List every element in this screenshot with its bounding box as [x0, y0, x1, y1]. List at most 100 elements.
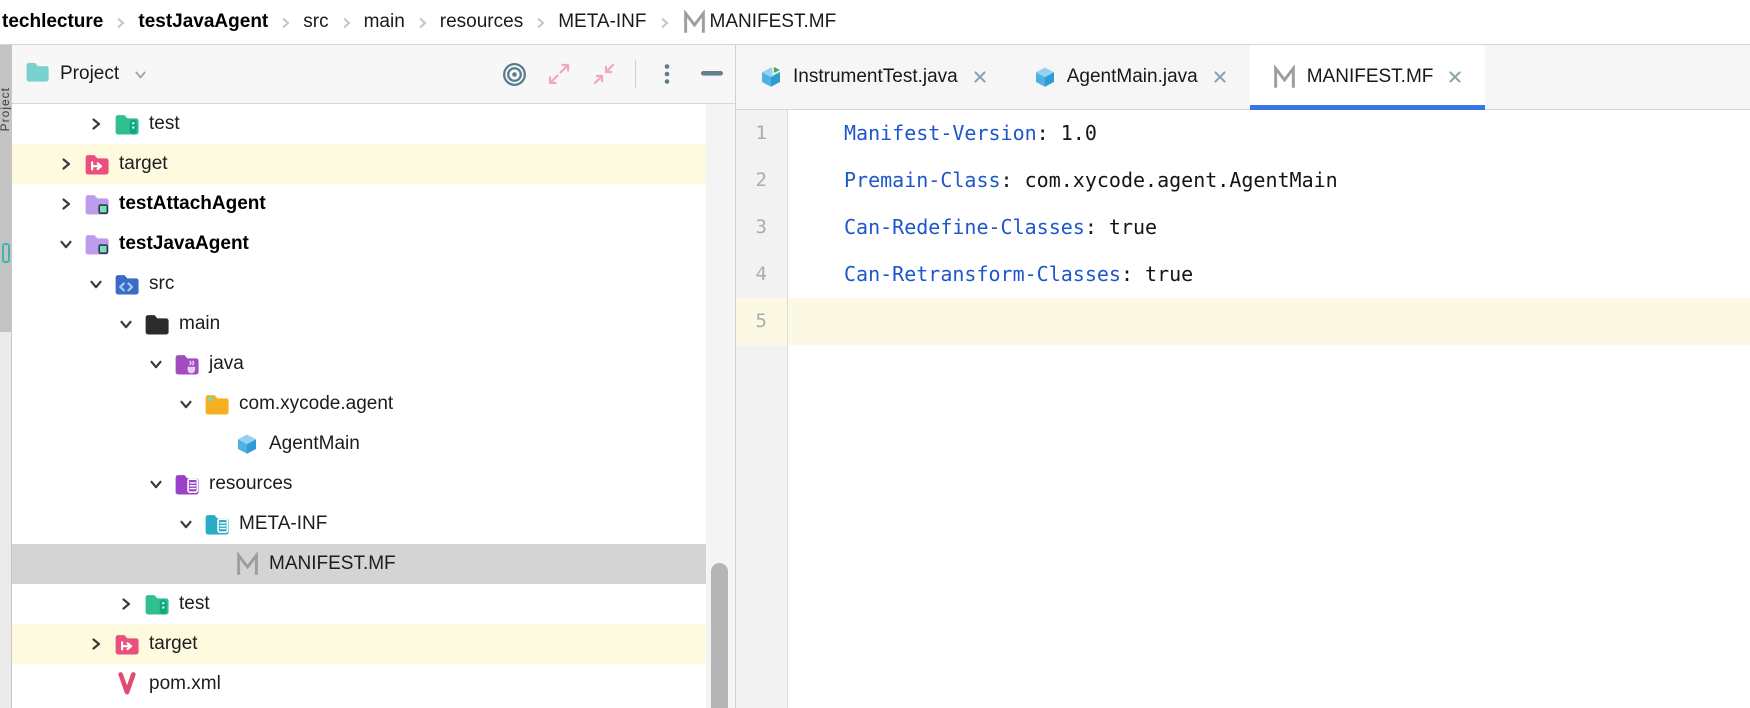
- target-button[interactable]: [499, 59, 529, 89]
- manifest-key: Can-Retransform-Classes: [844, 262, 1121, 286]
- tree-item-MANIFEST.MF[interactable]: MANIFEST.MF: [12, 544, 706, 584]
- more-icon: [657, 62, 677, 86]
- chevron-down-icon[interactable]: [148, 476, 164, 492]
- editor-empty-area[interactable]: [788, 345, 1750, 708]
- hide-icon: [701, 71, 723, 77]
- chevron-down-icon[interactable]: [148, 356, 164, 372]
- panel-editor-divider[interactable]: [735, 45, 736, 708]
- plain-folder-icon: [144, 312, 170, 336]
- chevron-placeholder: [208, 436, 224, 452]
- tree-scrollbar-thumb[interactable]: [711, 563, 728, 708]
- tree-item-AgentMain[interactable]: AgentMain: [12, 424, 706, 464]
- tree-item-label: test: [149, 113, 180, 134]
- test-folder-icon: [144, 592, 170, 616]
- tree-item-testAttachAgent[interactable]: testAttachAgent: [12, 184, 706, 224]
- gutter: [736, 345, 788, 708]
- breadcrumb-item-techlecture[interactable]: techlecture: [2, 11, 104, 32]
- tab-MANIFEST.MF[interactable]: MANIFEST.MF: [1249, 45, 1486, 110]
- code-line[interactable]: Premain-Class: com.xycode.agent.AgentMai…: [788, 157, 1750, 204]
- tree-item-label: MANIFEST.MF: [269, 553, 396, 574]
- tab-label: AgentMain.java: [1066, 66, 1198, 87]
- editor-line-5: 5: [736, 298, 1750, 345]
- tree-item-label: testJavaAgent: [119, 233, 249, 254]
- tool-window-stripe: Project: [0, 45, 12, 708]
- code-line[interactable]: Can-Redefine-Classes: true: [788, 204, 1750, 251]
- module-folder-icon: [84, 232, 110, 256]
- tree-item-test[interactable]: test: [12, 104, 706, 144]
- project-panel-title[interactable]: Project: [60, 63, 120, 84]
- tree-item-resources[interactable]: resources: [12, 464, 706, 504]
- code-line[interactable]: Can-Retransform-Classes: true: [788, 251, 1750, 298]
- breadcrumb-separator-icon: [342, 16, 351, 30]
- project-folder-icon: [25, 60, 50, 88]
- manifest-value: : com.xycode.agent.AgentMain: [1000, 168, 1338, 192]
- editor-tab-bar: InstrumentTest.java AgentMain.java MANIFES…: [736, 45, 1750, 110]
- tree-item-label: main: [179, 313, 221, 334]
- breadcrumb-separator-icon: [281, 16, 290, 30]
- collapse-all-button[interactable]: [589, 59, 619, 89]
- tree-item-label: com.xycode.agent: [239, 393, 394, 414]
- chevron-down-icon[interactable]: [134, 68, 147, 81]
- tree-item-testJavaAgent[interactable]: testJavaAgent: [12, 224, 706, 264]
- breadcrumb-item-resources[interactable]: resources: [439, 11, 524, 32]
- tab-AgentMain.java[interactable]: AgentMain.java: [1010, 45, 1250, 109]
- expand-all-button[interactable]: [544, 59, 574, 89]
- tool-stripe-project-label: Project: [0, 87, 12, 132]
- tree-item-test[interactable]: test: [12, 584, 706, 624]
- breadcrumb-item-MANIFEST.MF[interactable]: MANIFEST.MF: [709, 11, 837, 32]
- tool-stripe-project-button[interactable]: [0, 45, 11, 332]
- chevron-right-icon[interactable]: [118, 596, 134, 612]
- tree-item-partial[interactable]: [12, 704, 706, 708]
- breadcrumb-item-testJavaAgent[interactable]: testJavaAgent: [138, 11, 269, 32]
- tree-item-target[interactable]: target: [12, 144, 706, 184]
- tree-item-label: pom.xml: [149, 673, 221, 694]
- tree-item-pom.xml[interactable]: pom.xml: [12, 664, 706, 704]
- chevron-down-icon[interactable]: [58, 236, 74, 252]
- breadcrumb-item-META-INF[interactable]: META-INF: [558, 11, 647, 32]
- chevron-down-icon[interactable]: [118, 316, 134, 332]
- chevron-down-icon[interactable]: [178, 396, 194, 412]
- tree-item-main[interactable]: main: [12, 304, 706, 344]
- manifest-key: Manifest-Version: [844, 121, 1037, 145]
- more-button[interactable]: [652, 59, 682, 89]
- chevron-right-icon[interactable]: [88, 116, 104, 132]
- tree-item-java[interactable]: java: [12, 344, 706, 384]
- close-icon[interactable]: [972, 69, 988, 85]
- sources-folder-icon: [114, 272, 140, 296]
- code-line[interactable]: [788, 298, 1750, 345]
- close-icon[interactable]: [1447, 69, 1463, 85]
- test-folder-icon: [114, 112, 140, 136]
- tree-item-label: java: [209, 353, 244, 374]
- chevron-down-icon[interactable]: [178, 516, 194, 532]
- manifest-key: Can-Redefine-Classes: [844, 215, 1085, 239]
- tree-item-label: META-INF: [239, 513, 328, 534]
- class-run-icon: [758, 65, 784, 89]
- chevron-right-icon[interactable]: [88, 636, 104, 652]
- tree-item-target[interactable]: target: [12, 624, 706, 664]
- target-icon: [501, 61, 528, 88]
- breadcrumb-item-main[interactable]: main: [363, 11, 405, 32]
- manifest-value: : true: [1120, 262, 1194, 286]
- manifest-value: : true: [1084, 215, 1158, 239]
- tree-item-com.xycode.agent[interactable]: com.xycode.agent: [12, 384, 706, 424]
- project-panel-header: Project: [12, 45, 735, 104]
- manifest-icon: [682, 9, 707, 35]
- chevron-right-icon[interactable]: [58, 196, 74, 212]
- class-icon: [1032, 65, 1058, 89]
- tree-scrollbar-track[interactable]: [706, 104, 735, 708]
- close-icon[interactable]: [1212, 69, 1228, 85]
- maven-icon: [114, 672, 140, 696]
- tab-InstrumentTest.java[interactable]: InstrumentTest.java: [736, 45, 1010, 109]
- tree-item-META-INF[interactable]: META-INF: [12, 504, 706, 544]
- chevron-down-icon[interactable]: [88, 276, 104, 292]
- code-line[interactable]: Manifest-Version: 1.0: [788, 110, 1750, 157]
- hide-button[interactable]: [697, 59, 727, 89]
- tree-item-src[interactable]: src: [12, 264, 706, 304]
- breadcrumb-item-src[interactable]: src: [303, 11, 329, 32]
- chevron-right-icon[interactable]: [58, 156, 74, 172]
